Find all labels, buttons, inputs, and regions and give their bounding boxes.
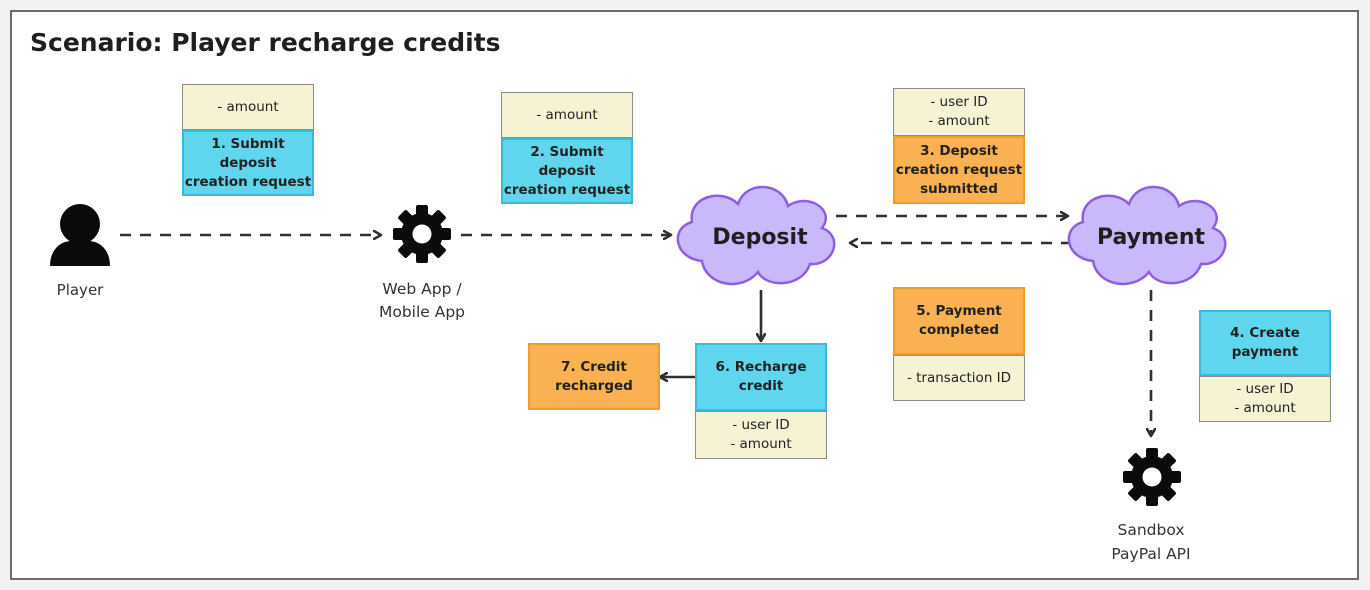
step4-note: - user ID - amount xyxy=(1199,376,1331,422)
step2-command: 2. Submit deposit creation request xyxy=(501,138,633,204)
deposit-label: Deposit xyxy=(712,225,808,250)
step4-command: 4. Create payment xyxy=(1199,310,1331,376)
diagram-title: Scenario: Player recharge credits xyxy=(30,28,501,57)
sandbox-label: Sandbox PayPal API xyxy=(1111,521,1191,563)
webapp-gear-icon xyxy=(393,205,451,263)
step7-event: 7. Credit recharged xyxy=(528,343,660,410)
step3-event: 3. Deposit creation request submitted xyxy=(893,136,1025,204)
deposit-cloud: Deposit xyxy=(676,185,836,286)
step6-note: - user ID - amount xyxy=(695,411,827,459)
player-icon xyxy=(50,204,110,266)
step3-note: - user ID - amount xyxy=(893,88,1025,136)
step6-command: 6. Recharge credit xyxy=(695,343,827,411)
webapp-label: Web App / Mobile App xyxy=(378,280,466,321)
payment-cloud: Payment xyxy=(1067,185,1227,286)
step1-note: - amount xyxy=(182,84,314,130)
step2-note: - amount xyxy=(501,92,633,138)
payment-label: Payment xyxy=(1097,225,1206,250)
step5-event: 5. Payment completed xyxy=(893,287,1025,355)
player-label: Player xyxy=(56,281,104,299)
step1-command: 1. Submit deposit creation request xyxy=(182,130,314,196)
step5-note: - transaction ID xyxy=(893,355,1025,401)
sandbox-gear-icon xyxy=(1123,448,1181,506)
